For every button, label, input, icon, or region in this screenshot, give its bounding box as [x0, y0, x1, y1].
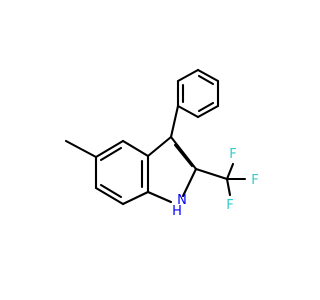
bond-cf3-f-top [225, 162, 235, 181]
bond-c4-c5 [94, 139, 125, 159]
atom-label-layer: N H F F F [172, 147, 259, 219]
fluorine-label-bottom: F [226, 198, 233, 213]
bond-c7-c7a [121, 190, 150, 206]
nitrogen-label: N [177, 193, 187, 208]
bond-phenyl-4 [196, 104, 220, 119]
bond-c3a-c3 [146, 135, 173, 158]
bond-phenyl-2 [196, 68, 220, 83]
fluorine-label-right: F [251, 173, 258, 188]
bond-c6-c7 [94, 186, 125, 206]
structure-canvas: N H F F F [64, 68, 259, 219]
bond-n1-c7a [146, 190, 173, 204]
bond-cf3-f-bottom [225, 177, 232, 197]
bond-phenyl-4-inner [197, 101, 215, 113]
bond-c3-c2-inner [173, 143, 194, 168]
bond-c3a-c4 [121, 139, 150, 158]
bond-c2-n1 [181, 167, 198, 198]
bond-c5-methyl [64, 139, 98, 159]
bond-phenyl-c3 [169, 104, 180, 139]
bond-phenyl-5 [176, 104, 200, 119]
bond-phenyl-1 [176, 68, 200, 83]
bond-layer [64, 68, 247, 206]
bond-c6-c7-inner [99, 183, 123, 199]
hydrogen-label: H [172, 204, 182, 219]
bond-c3-c2 [169, 135, 198, 171]
bond-c4-c5-inner [99, 146, 123, 162]
bond-phenyl-2-inner [197, 74, 215, 86]
fluorine-label-top: F [229, 147, 236, 162]
bond-c2-cf3 [194, 167, 229, 181]
